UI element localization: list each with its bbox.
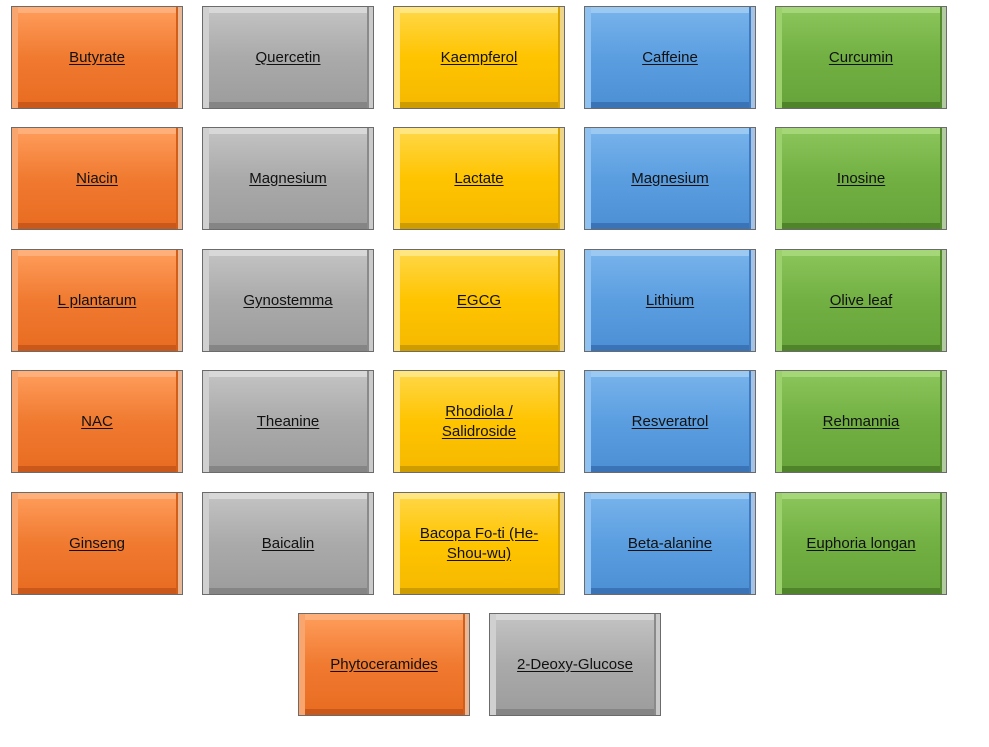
tile-ginseng[interactable]: Ginseng	[11, 492, 183, 595]
tile-label: Butyrate	[69, 48, 125, 66]
tile-label: Inosine	[836, 169, 886, 187]
tile-label: Rehmannia	[822, 412, 900, 430]
tile-label: Resveratrol	[631, 412, 709, 430]
tile-label: Magnesium	[631, 169, 709, 187]
tile-label: 2-Deoxy-Glucose	[517, 655, 633, 673]
tile-euphoria-longan[interactable]: Euphoria longan	[775, 492, 947, 595]
tile-label: Magnesium	[249, 169, 327, 187]
tile-label: Beta-alanine	[627, 534, 713, 552]
tile-rhodiola-salidroside[interactable]: Rhodiola / Salidroside	[393, 370, 565, 473]
tile-bacopa-fo-ti[interactable]: Bacopa Fo-ti (He- Shou-wu)	[393, 492, 565, 595]
tile-label: Niacin	[76, 169, 118, 187]
tile-resveratrol[interactable]: Resveratrol	[584, 370, 756, 473]
tile-butyrate[interactable]: Butyrate	[11, 6, 183, 109]
tile-egcg[interactable]: EGCG	[393, 249, 565, 352]
tile-label: Phytoceramides	[330, 655, 438, 673]
tile-curcumin[interactable]: Curcumin	[775, 6, 947, 109]
tile-label: EGCG	[456, 291, 502, 309]
tile-label: Euphoria longan	[806, 534, 916, 552]
tile-label: Rhodiola / Salidroside	[441, 402, 517, 440]
tile-phytoceramides[interactable]: Phytoceramides	[298, 613, 470, 716]
tile-kaempferol[interactable]: Kaempferol	[393, 6, 565, 109]
tile-label: Ginseng	[69, 534, 125, 552]
tile-theanine[interactable]: Theanine	[202, 370, 374, 473]
tile-label: Curcumin	[828, 48, 894, 66]
tile-rehmannia[interactable]: Rehmannia	[775, 370, 947, 473]
tile-lithium[interactable]: Lithium	[584, 249, 756, 352]
tile-lactate[interactable]: Lactate	[393, 127, 565, 230]
tile-magnesium-gray[interactable]: Magnesium	[202, 127, 374, 230]
tile-label: Quercetin	[255, 48, 321, 66]
tile-gynostemma[interactable]: Gynostemma	[202, 249, 374, 352]
tile-label: Baicalin	[261, 534, 315, 552]
tile-olive-leaf[interactable]: Olive leaf	[775, 249, 947, 352]
tile-label: Gynostemma	[243, 291, 333, 309]
tile-label: NAC	[81, 412, 113, 430]
tile-quercetin[interactable]: Quercetin	[202, 6, 374, 109]
tile-caffeine[interactable]: Caffeine	[584, 6, 756, 109]
tile-label: Kaempferol	[440, 48, 518, 66]
tile-label: Olive leaf	[829, 291, 893, 309]
tile-magnesium-blue[interactable]: Magnesium	[584, 127, 756, 230]
tile-baicalin[interactable]: Baicalin	[202, 492, 374, 595]
tile-label: Lactate	[454, 169, 504, 187]
tile-niacin[interactable]: Niacin	[11, 127, 183, 230]
tile-label: Bacopa Fo-ti (He- Shou-wu)	[419, 524, 539, 562]
tile-nac[interactable]: NAC	[11, 370, 183, 473]
tile-label: Lithium	[645, 291, 695, 309]
tile-2-deoxy-glucose[interactable]: 2-Deoxy-Glucose	[489, 613, 661, 716]
tile-label: Caffeine	[642, 48, 698, 66]
tile-inosine[interactable]: Inosine	[775, 127, 947, 230]
tile-l-plantarum[interactable]: L plantarum	[11, 249, 183, 352]
tile-label: Theanine	[256, 412, 320, 430]
tile-label: L plantarum	[57, 291, 137, 309]
tile-beta-alanine[interactable]: Beta-alanine	[584, 492, 756, 595]
